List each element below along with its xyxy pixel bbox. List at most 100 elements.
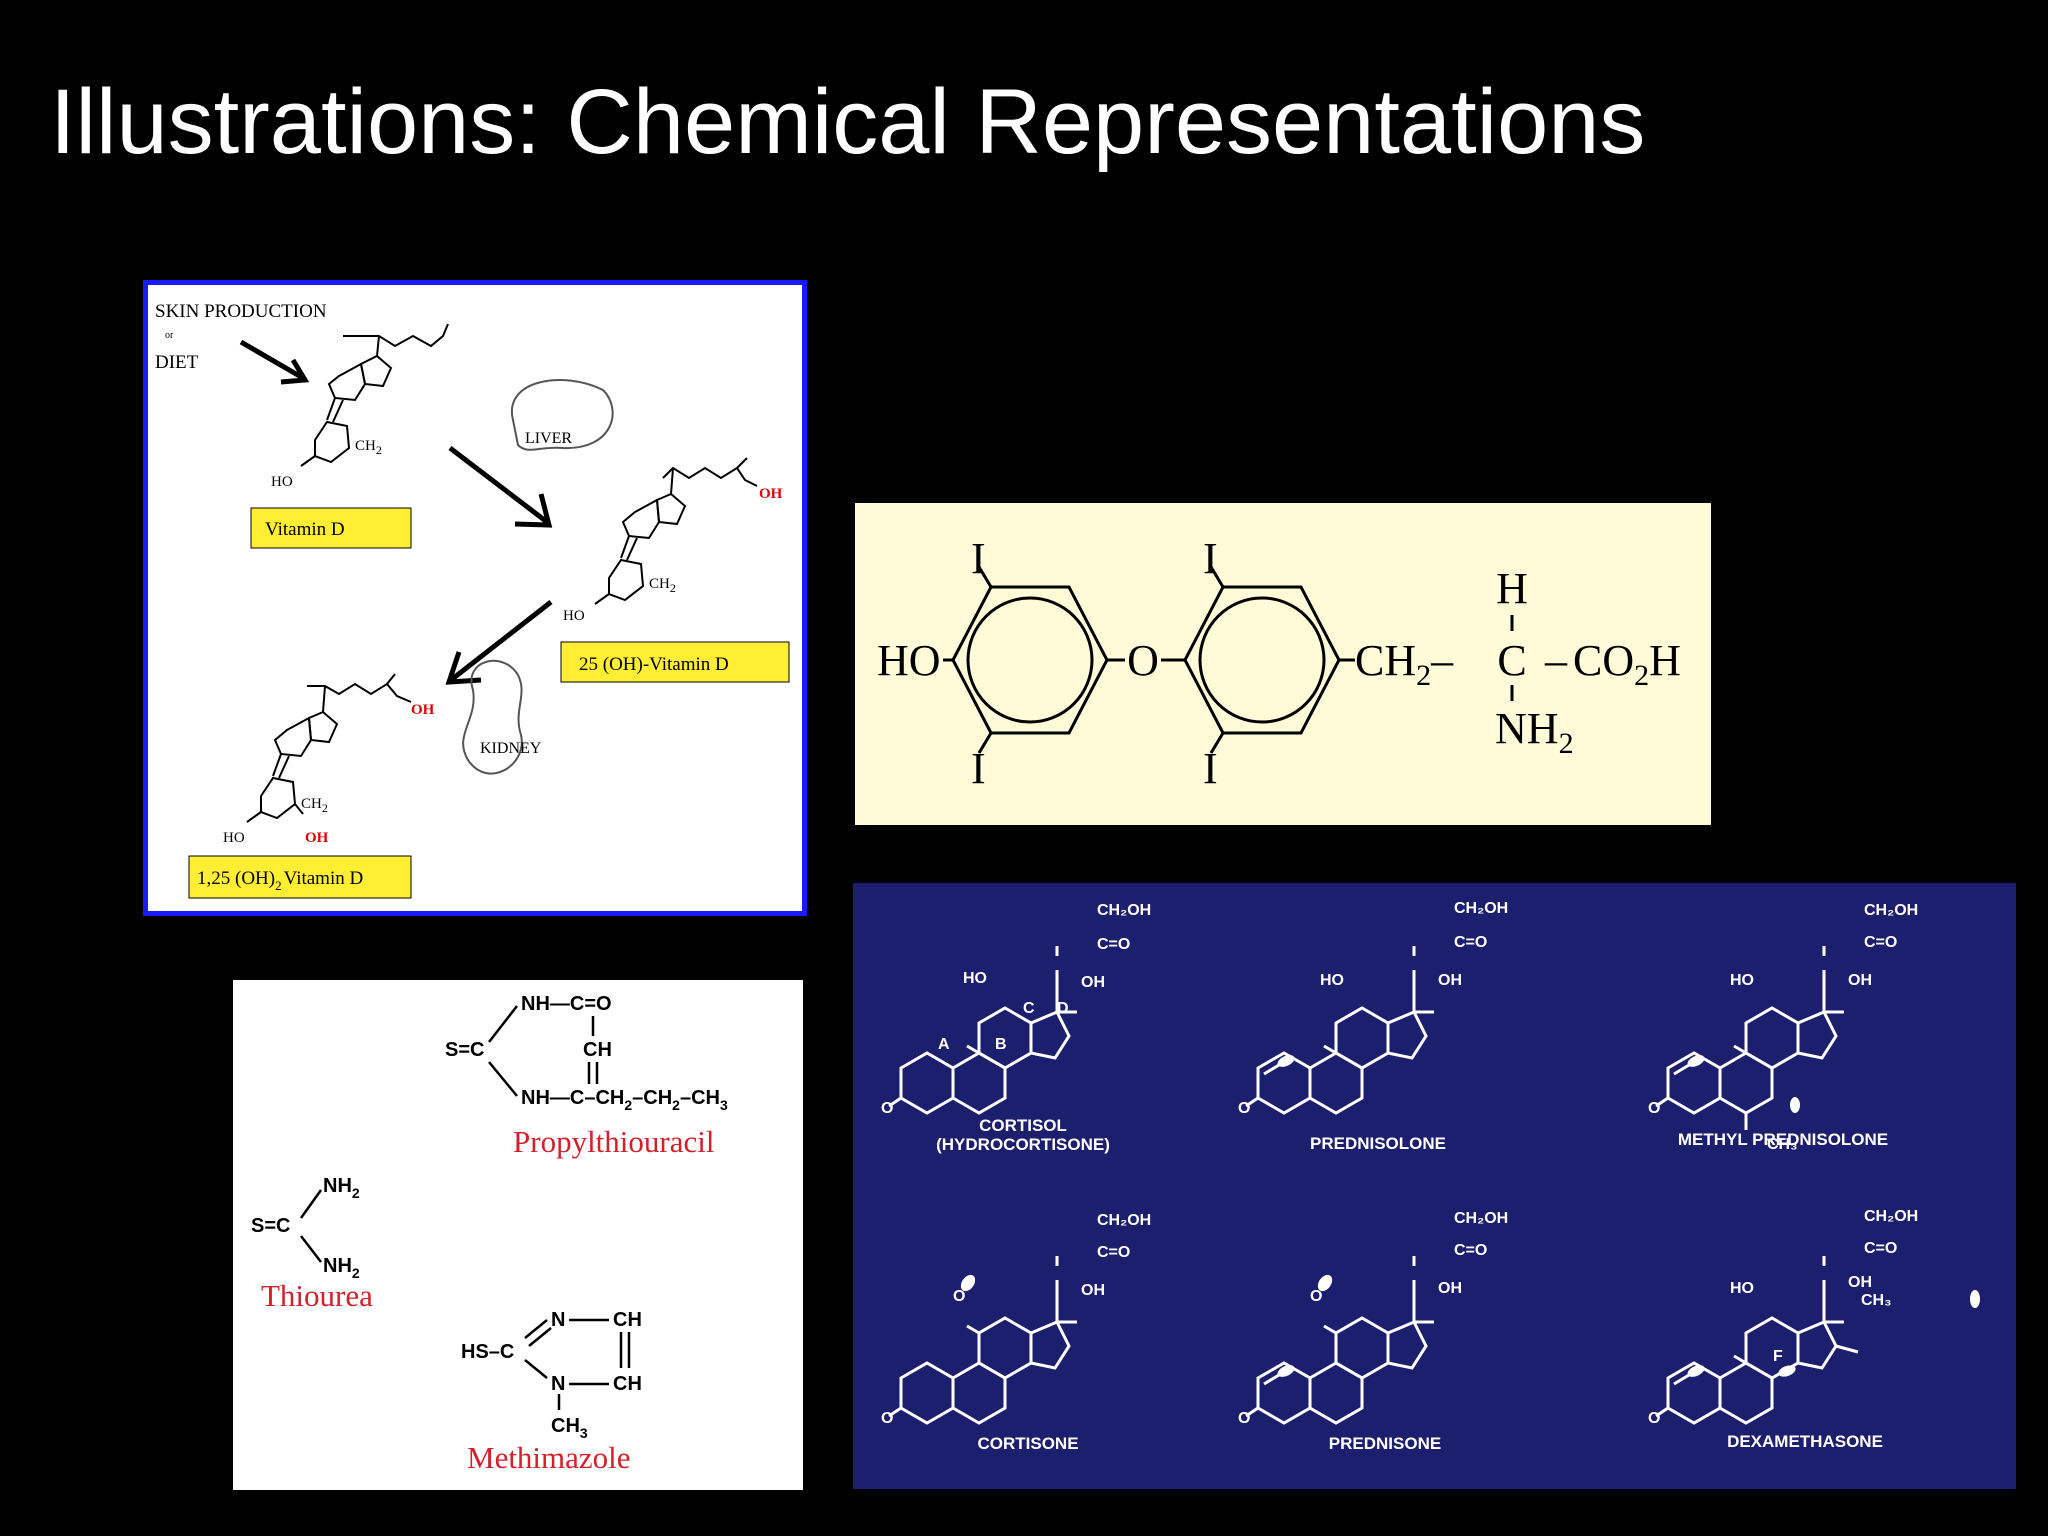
mm-ch-top: CH bbox=[613, 1309, 642, 1331]
arrow-diet-to-vitd bbox=[239, 339, 310, 385]
corticosteroids-panel: CH₂OH C=O OH HO O A B C D CH₂OH C=O OH H… bbox=[853, 883, 2016, 1489]
prednisone-keto-o: O bbox=[1310, 1288, 1322, 1305]
tu-nh2-top: NH2 bbox=[323, 1175, 360, 1201]
thyroxine-dash: – bbox=[1544, 636, 1568, 685]
iodine-1: I bbox=[971, 534, 986, 583]
dexamethasone-structure bbox=[1655, 1256, 1859, 1425]
hydrocortisone-name: (HYDROCORTISONE) bbox=[936, 1135, 1110, 1154]
ring-d: D bbox=[1057, 1000, 1069, 1017]
dexa-oh: OH bbox=[1848, 1274, 1872, 1291]
thyroxine-rings bbox=[943, 566, 1514, 754]
125oh-vitamin-d-structure bbox=[246, 673, 412, 823]
vitamin-d-panel: SKIN PRODUCTION or DIET LIVER KIDNEY CH2… bbox=[143, 280, 807, 916]
dexa-ch2oh: CH₂OH bbox=[1864, 1208, 1918, 1225]
dexa-o: O bbox=[1648, 1410, 1660, 1427]
methylpred-ch2oh: CH₂OH bbox=[1864, 902, 1918, 919]
arrow-vitd-to-25oh bbox=[448, 446, 553, 528]
ptu-nh-top: NH—C=O bbox=[521, 993, 612, 1015]
methylprednisolone-name: METHYL PREDNISOLONE bbox=[1678, 1130, 1888, 1149]
tu-sc: S=C bbox=[251, 1215, 290, 1237]
liver-label: LIVER bbox=[525, 430, 572, 447]
thiourea-name: Thiourea bbox=[261, 1278, 373, 1313]
cortisone-o: O bbox=[881, 1410, 893, 1427]
25oh-ch2: CH2 bbox=[649, 576, 676, 595]
diet-label: DIET bbox=[155, 352, 199, 373]
antithyroid-panel: NH—C=O S=C CH NH—C–CH2–CH2–CH3 Propylthi… bbox=[233, 980, 803, 1490]
ring-c: C bbox=[1023, 1000, 1035, 1017]
cortisone-structure bbox=[888, 1256, 1077, 1425]
thyroxine-panel: HO O I I I I CH2– C – H CO2H NH2 bbox=[855, 503, 1711, 825]
ring-b: B bbox=[995, 1036, 1007, 1053]
or-label: or bbox=[165, 330, 174, 341]
125oh-ho: HO bbox=[223, 830, 245, 846]
kidney-shape bbox=[462, 659, 523, 775]
methylpred-ch3: CH₃ bbox=[1767, 1136, 1798, 1153]
cortisone-co: C=O bbox=[1097, 1244, 1130, 1261]
methylpred-co: C=O bbox=[1864, 934, 1897, 951]
change-markers bbox=[960, 1055, 1980, 1377]
cortisol-ch2oh: CH₂OH bbox=[1097, 902, 1151, 919]
125oh-oh-side: OH bbox=[411, 702, 435, 718]
ring-a: A bbox=[938, 1036, 950, 1053]
tu-bonds bbox=[299, 1189, 323, 1263]
mm-hs-c: HS–C bbox=[461, 1341, 514, 1363]
dexa-ho: HO bbox=[1730, 1280, 1754, 1297]
prednisolone-oh: OH bbox=[1438, 972, 1462, 989]
iodine-2: I bbox=[971, 744, 986, 793]
25oh-vitamin-d-structure bbox=[594, 457, 758, 605]
thyroxine-ether-o: O bbox=[1127, 636, 1159, 685]
25oh-vitamin-d-label: 25 (OH)-Vitamin D bbox=[579, 654, 729, 675]
cortisone-name: CORTISONE bbox=[977, 1434, 1078, 1453]
ptu-nh-bottom: NH—C–CH2–CH2–CH3 bbox=[521, 1087, 728, 1113]
methimazole-name: Methimazole bbox=[467, 1440, 631, 1475]
prednisolone-name: PREDNISOLONE bbox=[1310, 1134, 1446, 1153]
methylpred-ho: HO bbox=[1730, 972, 1754, 989]
prednisone-name: PREDNISONE bbox=[1329, 1434, 1441, 1453]
arrow-25oh-to-125oh bbox=[445, 600, 553, 685]
prednisone-oh: OH bbox=[1438, 1280, 1462, 1297]
cortisol-name: CORTISOL bbox=[979, 1116, 1067, 1135]
mm-n-bottom: N bbox=[551, 1373, 565, 1395]
prednisone-co: C=O bbox=[1454, 1242, 1487, 1259]
prednisolone-ch2oh: CH₂OH bbox=[1454, 900, 1508, 917]
125oh-ch2: CH2 bbox=[301, 796, 328, 815]
thyroxine-alpha-c: C bbox=[1497, 636, 1526, 685]
prednisolone-co: C=O bbox=[1454, 934, 1487, 951]
prednisolone-o: O bbox=[1238, 1100, 1250, 1117]
mm-n-top: N bbox=[551, 1309, 565, 1331]
cortisol-structure bbox=[888, 946, 1077, 1115]
vitd-ho: HO bbox=[271, 474, 293, 490]
skin-production-label: SKIN PRODUCTION bbox=[155, 301, 327, 322]
vitamin-d-label: Vitamin D bbox=[265, 519, 345, 540]
25oh-ho: HO bbox=[563, 608, 585, 624]
cortisol-o: O bbox=[881, 1100, 893, 1117]
liver-shape bbox=[510, 379, 614, 451]
dexa-co: C=O bbox=[1864, 1240, 1897, 1257]
vitd-ch2: CH2 bbox=[355, 438, 382, 457]
methylpred-oh: OH bbox=[1848, 972, 1872, 989]
vitamin-d-structure bbox=[300, 323, 449, 467]
thyroxine-co2h: CO2H bbox=[1573, 636, 1681, 692]
mm-ch3: CH3 bbox=[551, 1415, 588, 1441]
propylthiouracil-name: Propylthiouracil bbox=[513, 1124, 714, 1159]
cortisol-oh: OH bbox=[1081, 974, 1105, 991]
dexa-ch3: CH₃ bbox=[1861, 1292, 1892, 1309]
mm-bonds bbox=[524, 1318, 631, 1410]
thyroxine-nh2: NH2 bbox=[1495, 704, 1574, 760]
dexa-f: F bbox=[1773, 1348, 1783, 1365]
thyroxine-h: H bbox=[1496, 564, 1528, 613]
tu-nh2-bottom: NH2 bbox=[323, 1255, 360, 1281]
slide-title: Illustrations: Chemical Representations bbox=[50, 71, 1646, 173]
prednisolone-ho: HO bbox=[1320, 972, 1344, 989]
ptu-ch: CH bbox=[583, 1039, 612, 1061]
thyroxine-ho: HO bbox=[877, 636, 941, 685]
cortisone-ch2oh: CH₂OH bbox=[1097, 1212, 1151, 1229]
iodine-4: I bbox=[1203, 744, 1218, 793]
prednisone-o: O bbox=[1238, 1410, 1250, 1427]
cortisol-co: C=O bbox=[1097, 936, 1130, 953]
cortisone-keto-o: O bbox=[953, 1288, 965, 1305]
kidney-label: KIDNEY bbox=[480, 740, 542, 757]
ptu-bonds bbox=[488, 1005, 599, 1097]
prednisone-ch2oh: CH₂OH bbox=[1454, 1210, 1508, 1227]
mm-ch-bottom: CH bbox=[613, 1373, 642, 1395]
